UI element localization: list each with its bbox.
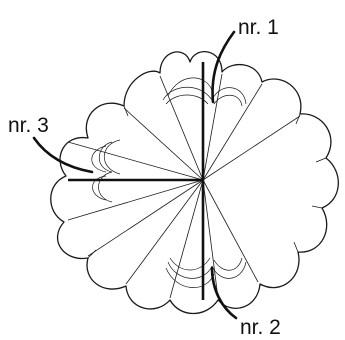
spokes [67,73,301,299]
leader-nr1 [211,30,236,104]
lobe-notch-right-4 [293,241,299,253]
lobe-notch-left-1 [123,105,129,117]
arcs-top [162,77,247,107]
label-nr-2: nr. 2 [240,316,281,339]
arcs-left [91,139,121,203]
label-nr-1: nr. 1 [238,16,279,39]
lobe-notch-right-2 [315,157,327,163]
lobe-notch-right-3 [311,205,323,209]
arcs-bottom [165,257,247,288]
leader-nr3 [32,136,94,174]
leader-nr2 [210,266,238,320]
lobe-notch-right-1 [295,113,301,125]
label-nr-3: nr. 3 [8,114,49,137]
